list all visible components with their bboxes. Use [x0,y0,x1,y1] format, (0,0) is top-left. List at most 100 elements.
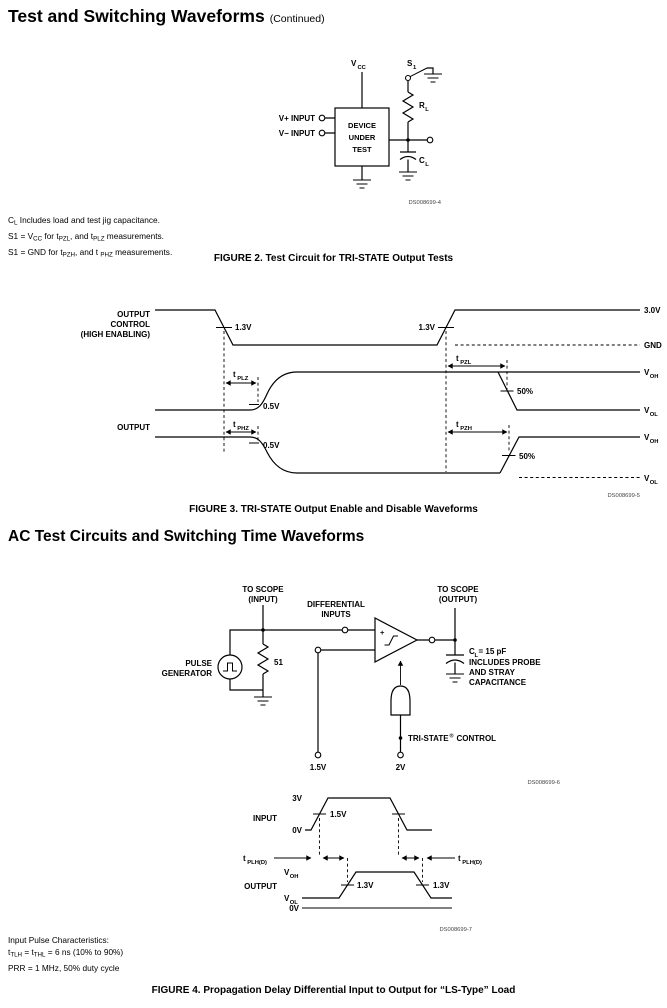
level-voh-label: V [284,868,290,877]
tplz-label: t [233,370,236,379]
pulse-generator-label-line2: GENERATOR [162,669,213,678]
fig2-notes: CL Includes load and test jig capacitanc… [8,214,172,262]
input-terminal-bottom [314,646,322,654]
output-probe-terminal [428,636,436,644]
page-title-continued: (Continued) [269,13,325,25]
measurement-dashed-verticals [223,331,510,472]
fig2-note-1: CL Includes load and test jig capacitanc… [8,214,172,230]
cl-value-main: C [469,647,475,656]
capacitor-cl [445,654,465,664]
tphz-label-sub: PHZ [237,426,249,432]
footnote-line1: Input Pulse Characteristics: [8,935,109,945]
vplus-input-label: V+ INPUT [279,114,315,123]
control-label-line1: OUTPUT [117,310,150,319]
differential-inputs-line1: DIFFERENTIAL [307,600,365,609]
text-segment-sub: CC [33,235,43,243]
capacitor-cl [399,151,417,160]
figure2-caption: FIGURE 2. Test Circuit for TRI-STATE Out… [213,253,454,264]
figure3-caption: FIGURE 3. TRI-STATE Output Enable and Di… [189,504,478,515]
ground-symbols [353,73,442,189]
tplz-label-sub: PLZ [237,376,248,382]
text-segment: C [8,215,14,225]
switch-s1-arm [409,67,428,78]
ref-2v-label: 2V [396,763,406,772]
tplh-label-right-sub: PLH(D) [462,860,482,866]
device-box-line1: DEVICE [348,121,376,130]
level-gnd-label: GND [644,341,662,350]
level-tick-marks [216,327,516,456]
page-title-text: Test and Switching Waveforms [8,6,265,26]
level-0v-label-input: 0V [292,826,302,835]
output-waveform [302,871,452,899]
text-segment: for t [42,230,59,241]
level-vol-label: V [284,894,290,903]
vcc-label-sub: CC [358,65,367,71]
vcc-label: V [351,59,357,68]
output-high-to-z-waveform [155,436,500,474]
input-waveform [305,797,432,831]
level-vol-sub-1: OL [650,412,659,418]
to-scope-output-line1: TO SCOPE [437,585,479,594]
input-terminal-top [341,626,349,634]
tplh-label-left-sub: PLH(D) [247,860,267,866]
fig2-note-3: S1 = GND for tPZH, and t PHZ measurement… [8,246,172,262]
ref-2v-terminal [397,751,404,759]
section2-title: AC Test Circuits and Switching Time Wave… [8,528,365,545]
fig4c-ds-code: DS008699-6 [527,780,560,786]
threshold-tick-marks [313,813,429,886]
level-3v0-label: 3.0V [644,306,661,315]
tpzl-label-sub: PZL [460,360,471,366]
text-segment: measurements. [104,230,164,241]
figure2-test-circuit-diagram: V CC S 1 R L C L DEVICE UNDER TEST V+ IN… [279,59,442,206]
level-vol-sub: OL [290,900,299,906]
delta-0v5-lower: 0.5V [263,441,280,450]
comparator-plus-sign: + [380,628,385,637]
vminus-terminal [318,129,326,137]
cl-note-line4: CAPACITANCE [469,678,527,687]
resistor-rl [401,91,415,123]
text-segment: S1 = GND for t [8,246,63,257]
fifty-percent-upper: 50% [517,387,533,396]
ref-1v5-label: 1.5V [310,763,327,772]
text-segment-sub: PHZ [100,251,113,259]
tristate-control-label: TRI-STATE [408,734,449,743]
text-segment-sub: L [14,219,18,227]
text-segment-sub: PZH [62,251,76,259]
text-segment: , and t [70,230,94,241]
rl-label: R [419,101,425,110]
device-box-line3: TEST [352,145,372,154]
footnote-line3: PRR = 1 MHz, 50% duty cycle [8,963,120,974]
level-vol-label-2: V [644,474,650,483]
cl-label-sub: L [425,162,429,168]
tristate-control-label-2: CONTROL [457,734,497,743]
resistor-51 [256,643,270,675]
level-vol-label-1: V [644,406,650,415]
s1-label: S [407,59,413,68]
pulse-generator-symbol [217,654,243,680]
to-scope-input-line2: (INPUT) [248,595,278,604]
fig2-note-2: S1 = VCC for tPZL, and tPLZ measurements… [8,230,172,246]
threshold-1v3-left: 1.3V [235,323,252,332]
text-segment: S1 = V [8,230,34,241]
text-segment: = 6 ns (10% to 90%) [45,947,124,958]
input-pulse-characteristics: Input Pulse Characteristics: tTLH = tTHL… [8,934,123,975]
output-label: OUTPUT [244,882,277,891]
s1-label-sub: 1 [413,65,417,71]
resistor-51-label: 51 [274,658,283,667]
pulse-generator-label-line1: PULSE [185,659,212,668]
output-z-to-high-edge [499,436,640,474]
level-voh-label-2: V [644,433,650,442]
text-segment: Includes load and test jig capacitance. [17,215,160,225]
output-low-to-z-waveform [155,371,640,411]
level-voh-label-1: V [644,368,650,377]
vplus-terminal [318,114,326,122]
ref-1v5-terminal [314,751,322,759]
level-voh-sub: OH [290,874,299,880]
threshold-1v3-right: 1.3V [419,323,436,332]
text-segment-sub: TLH [10,951,23,959]
fig2-ds-code: DS008699-4 [408,200,441,206]
text-segment-sub: THL [33,951,46,959]
cl-note-line2: INCLUDES PROBE [469,658,541,667]
switch-pole-terminal [404,74,412,82]
fig3-ds-code: DS008699-5 [607,493,640,499]
